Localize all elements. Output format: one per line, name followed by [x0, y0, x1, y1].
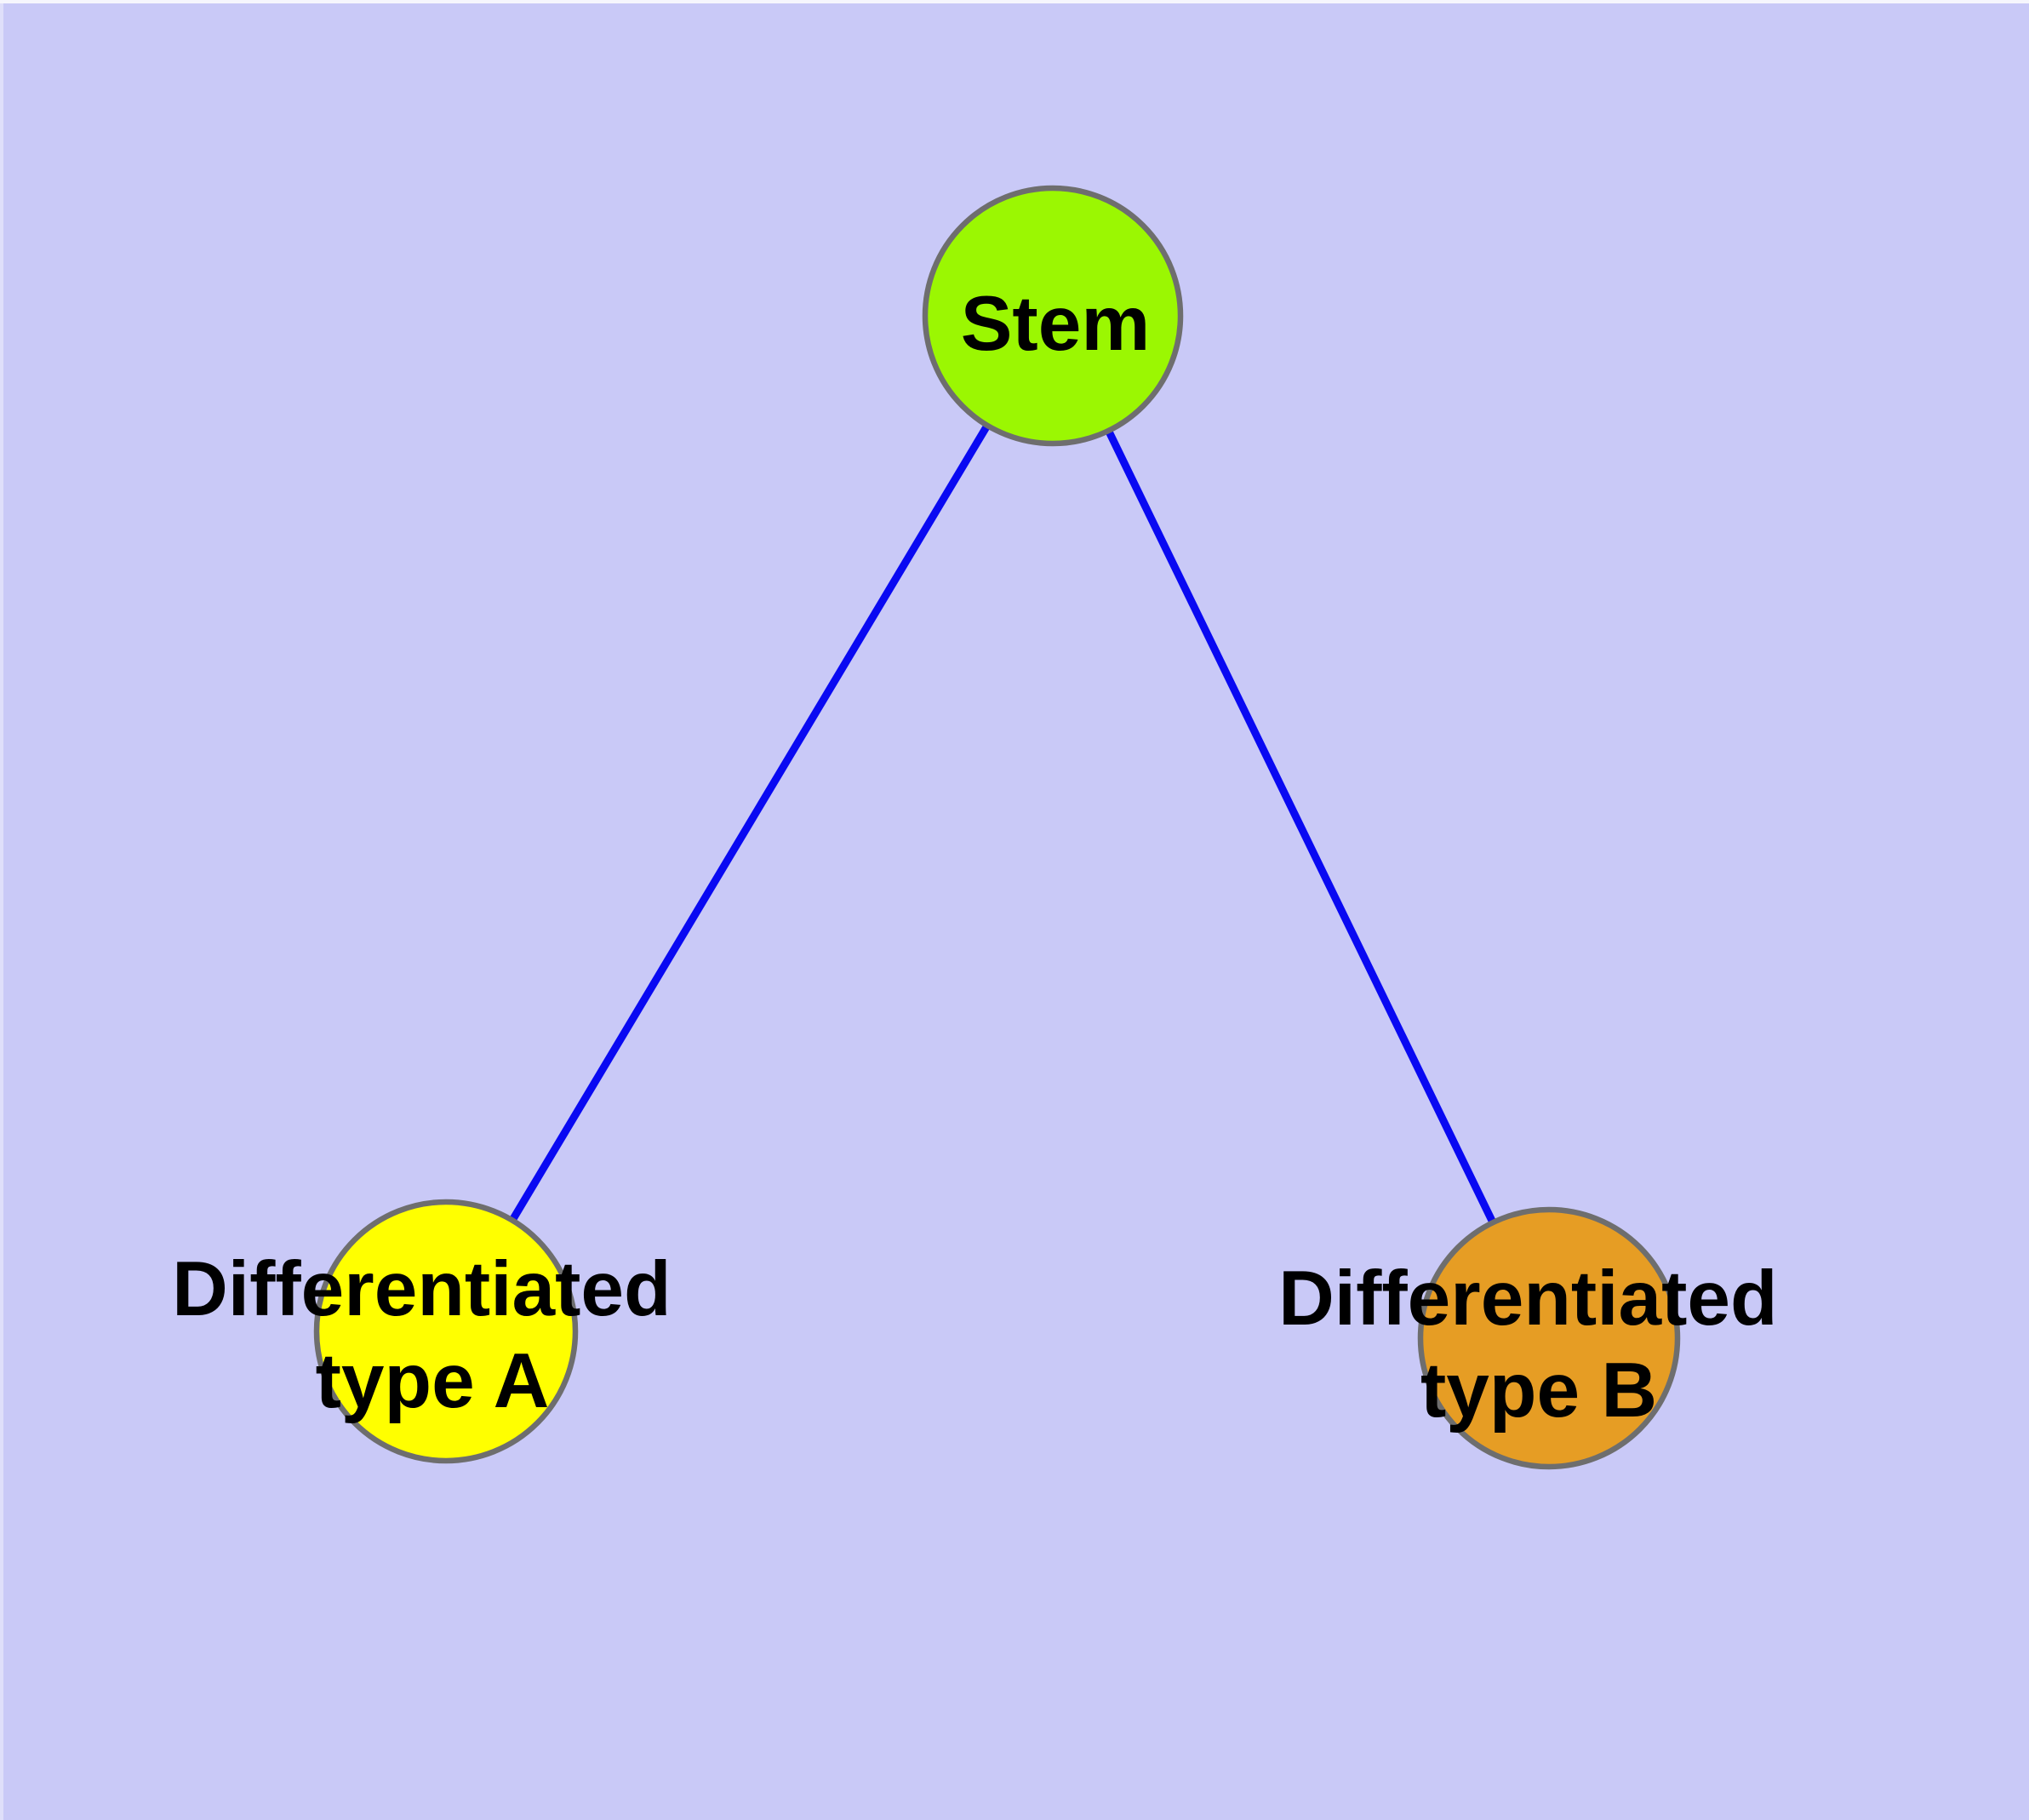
node-group	[313, 185, 1681, 1470]
label-group: Stem Differentiated type A Differentiate…	[172, 281, 1799, 1434]
left-edge-highlight	[0, 3, 3, 1820]
stem-node-label: Stem	[961, 281, 1151, 367]
type-b-label-line-2: type B	[1420, 1348, 1657, 1434]
type-a-label-line-1: Differentiated	[172, 1246, 672, 1332]
stem-node	[922, 185, 1184, 447]
edge-stem-to-type-b	[1049, 314, 1553, 1340]
edge-group	[443, 313, 1553, 1340]
differentiated-type-a-node	[313, 1199, 579, 1464]
top-edge-highlight	[0, 0, 2029, 3]
type-a-label-line-2: type A	[316, 1338, 550, 1424]
differentiated-type-b-node-label: Differentiated type B	[1278, 1256, 1799, 1434]
type-b-label-line-1: Differentiated	[1278, 1256, 1778, 1342]
differentiated-type-a-node-label: Differentiated type A	[172, 1246, 693, 1424]
edge-stem-to-type-a	[443, 313, 1056, 1334]
differentiated-type-b-node	[1417, 1206, 1681, 1470]
